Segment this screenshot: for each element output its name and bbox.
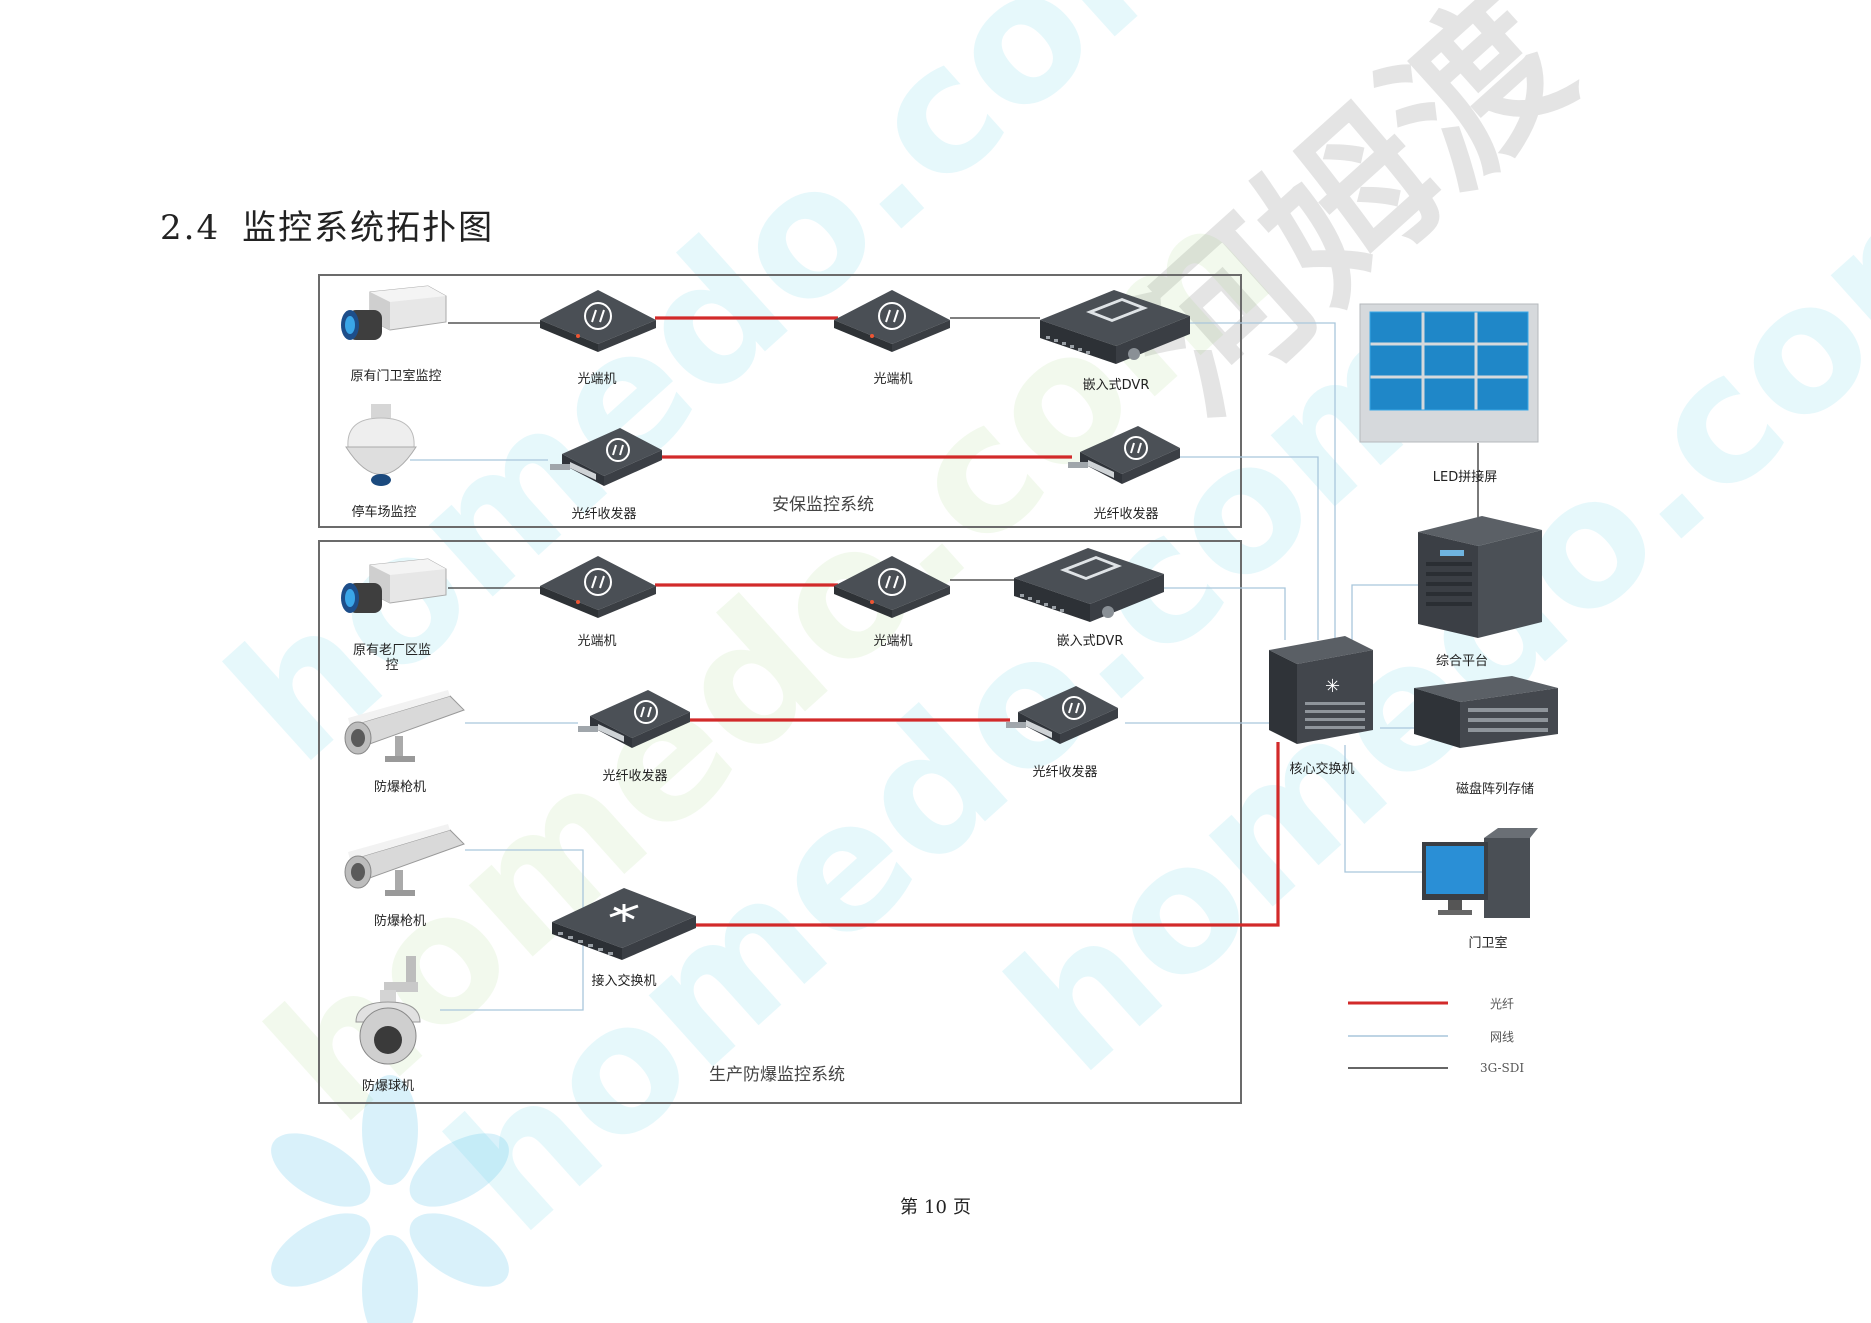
- box-camera-icon: [341, 558, 447, 613]
- legend-sdi-label: 3G-SDI: [1480, 1061, 1525, 1075]
- cable-core-to-platform: [1351, 584, 1420, 645]
- gate-room-label: 门卫室: [1468, 936, 1508, 951]
- cable-transceiver2b-to-core: [1178, 456, 1319, 640]
- security-system-name: 安保监控系统: [772, 495, 874, 515]
- dvr-icon: [1014, 548, 1164, 622]
- parking-camera-label: 停车场监控: [351, 505, 417, 520]
- cable-dvr1-to-core: [1190, 322, 1336, 640]
- cable-dome-to-switch: [440, 945, 584, 1011]
- security-system-box: [318, 274, 1242, 528]
- explosion-gun-camera-icon: [344, 690, 465, 762]
- fiber-transceiver-icon: [1006, 686, 1118, 744]
- box-camera-icon: [341, 285, 447, 340]
- optical-transmitter-icon: [834, 290, 950, 352]
- fiber-transceiver-icon: [1068, 426, 1180, 484]
- section-title: 监控系统拓扑图: [242, 208, 495, 248]
- fiber-switch-to-core: [695, 742, 1280, 927]
- production-system-box: [318, 540, 1242, 1104]
- explosion-gun-camera-icon: [344, 824, 465, 896]
- gate-camera-label: 原有门卫室监控: [350, 369, 442, 384]
- explosion-gun-1-label: 防爆枪机: [373, 780, 427, 795]
- page-number: 10: [924, 1197, 947, 1218]
- storage-label: 磁盘阵列存储: [1455, 782, 1535, 797]
- desktop-computer-icon: [1422, 828, 1538, 918]
- legend-network-label: 网线: [1490, 1030, 1515, 1044]
- explosion-dome-label: 防爆球机: [361, 1079, 415, 1094]
- optical-transmitter-icon: [540, 556, 656, 618]
- transceiver-2b-label: 光纤收发器: [1093, 507, 1159, 522]
- access-switch-label: 接入交换机: [591, 974, 657, 989]
- cable-gun2-to-switch: [465, 849, 584, 912]
- page-prefix: 第: [900, 1197, 919, 1218]
- dome-camera-icon: [345, 404, 417, 486]
- page-suffix: 页: [952, 1197, 971, 1218]
- core-switch-icon: ✳: [1269, 636, 1373, 744]
- fiber-transceiver-icon: [550, 428, 662, 486]
- optical-3b-label: 光端机: [873, 634, 913, 649]
- dvr-2-label: 嵌入式DVR: [1056, 634, 1124, 649]
- transceiver-2a-label: 光纤收发器: [571, 507, 637, 522]
- storage-array-icon: [1414, 676, 1558, 748]
- optical-transmitter-icon: [834, 556, 950, 618]
- led-video-wall-icon: [1359, 303, 1539, 443]
- transceiver-4a-label: 光纤收发器: [602, 769, 668, 784]
- fiber-transceiver-icon: [578, 690, 690, 748]
- optical-1a-label: 光端机: [577, 372, 617, 387]
- optical-transmitter-icon: [540, 290, 656, 352]
- platform-cabinet-icon: [1418, 516, 1542, 638]
- led-wall-label: LED拼接屏: [1432, 470, 1498, 485]
- section-heading: 2.4 监控系统拓扑图: [160, 200, 494, 249]
- access-switch-icon: [552, 888, 696, 960]
- core-switch-label: 核心交换机: [1289, 762, 1355, 777]
- cable-core-to-gateroom: [1344, 745, 1425, 873]
- oldplant-camera-label: 原有老厂区监控: [352, 643, 431, 673]
- dvr-1-label: 嵌入式DVR: [1082, 378, 1150, 393]
- section-number: 2.4: [160, 208, 221, 248]
- platform-label: 综合平台: [1435, 654, 1489, 669]
- explosion-dome-camera-icon: [355, 956, 421, 1065]
- optical-1b-label: 光端机: [873, 372, 913, 387]
- legend-fiber-label: 光纤: [1490, 997, 1515, 1011]
- dvr-icon: [1040, 290, 1190, 364]
- transceiver-4b-label: 光纤收发器: [1032, 765, 1098, 780]
- production-system-name: 生产防爆监控系统: [709, 1065, 845, 1085]
- cable-dvr2-to-core: [1162, 587, 1286, 640]
- optical-3a-label: 光端机: [577, 634, 617, 649]
- explosion-gun-2-label: 防爆枪机: [373, 914, 427, 929]
- svg-text:✳: ✳: [1325, 676, 1340, 697]
